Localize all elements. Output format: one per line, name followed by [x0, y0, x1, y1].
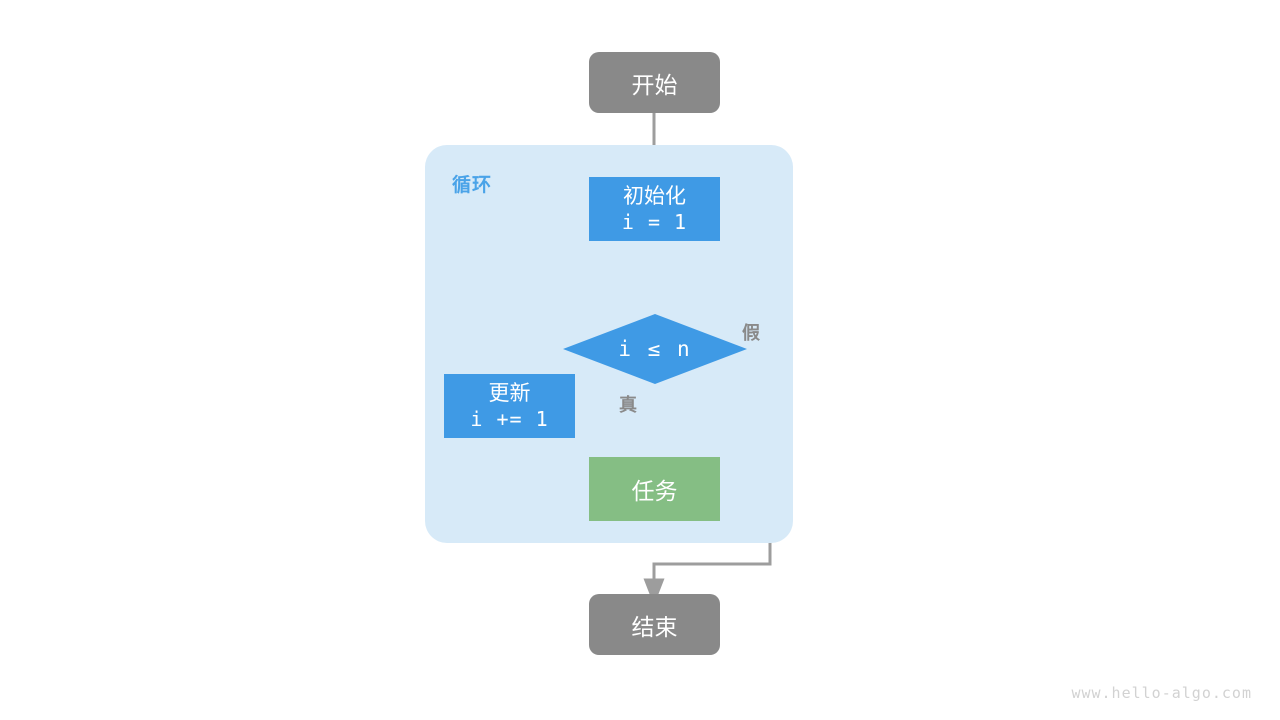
- node-initialize-expression: i = 1: [621, 209, 688, 234]
- edge-label-false: 假: [742, 323, 760, 343]
- node-condition[interactable]: [563, 314, 747, 384]
- node-condition-label: i ≤ n: [618, 337, 692, 361]
- node-task-label: 任务: [631, 478, 678, 504]
- node-start[interactable]: 开始: [589, 52, 720, 113]
- loop-container-label: 循环: [452, 175, 493, 196]
- node-end[interactable]: 结束: [589, 594, 720, 655]
- node-initialize[interactable]: 初始化 i = 1: [589, 177, 720, 241]
- node-task[interactable]: 任务: [589, 457, 720, 521]
- edge-label-true: 真: [619, 395, 637, 415]
- node-update-expression: i += 1: [470, 406, 549, 431]
- node-end-label: 结束: [631, 613, 678, 640]
- node-update-label: 更新: [488, 382, 531, 405]
- watermark: www.hello-algo.com: [1071, 684, 1252, 702]
- node-initialize-label: 初始化: [623, 185, 686, 208]
- node-update[interactable]: 更新 i += 1: [444, 374, 575, 438]
- node-start-label: 开始: [631, 71, 678, 98]
